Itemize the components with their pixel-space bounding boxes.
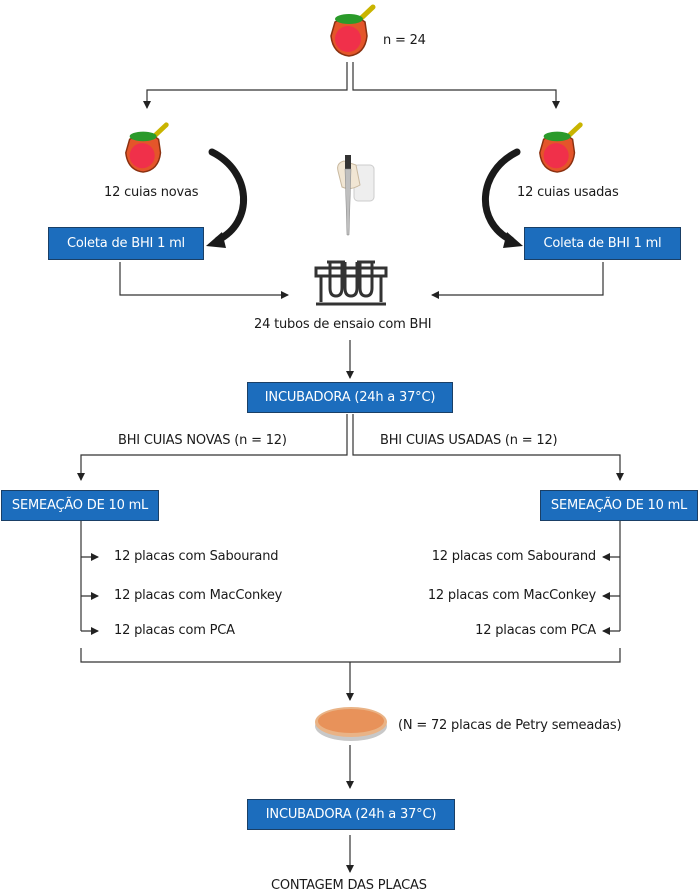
right-to-tubes [431, 262, 604, 299]
left-to-tubes [119, 262, 289, 299]
incubator-split-right [352, 414, 624, 481]
seeding-box-left: SEMEAÇÃO DE 10 mL [1, 490, 159, 521]
incubator-box-2: INCUBADORA (24h a 37°C) [247, 799, 455, 830]
new-cuias-label: 12 cuias novas [104, 185, 199, 200]
left-item-pca: 12 placas com PCA [114, 623, 235, 638]
used-cuias-label: 12 cuias usadas [517, 185, 619, 200]
cuia-icon [330, 4, 376, 57]
top-split-left [143, 62, 348, 109]
right-item-sabourand: 12 placas com Sabourand [431, 549, 596, 564]
curved-arrow-right [482, 148, 521, 244]
curved-arrow-left [208, 148, 247, 244]
top-split-right [352, 62, 560, 109]
collect-box-left: Coleta de BHI 1 ml [48, 227, 204, 260]
cuia-icon-right [539, 122, 583, 173]
cuia-icon-left [125, 122, 169, 173]
merge-bracket [80, 648, 621, 663]
split-right-label: BHI CUIAS USADAS (n = 12) [380, 433, 558, 448]
tubes-label: 24 tubos de ensaio com BHI [254, 317, 432, 332]
incubator-split-left [77, 414, 348, 481]
test-tubes-icon [314, 260, 388, 306]
left-item-macconkey: 12 placas com MacConkey [114, 588, 283, 603]
count-label: n = 24 [383, 33, 426, 48]
petri-dish-icon [315, 707, 387, 741]
left-item-sabourand: 12 placas com Sabourand [114, 549, 279, 564]
petri-label: (N = 72 placas de Petry semeadas) [398, 718, 622, 733]
seeding-box-right: SEMEAÇÃO DE 10 mL [540, 490, 698, 521]
right-item-pca: 12 placas com PCA [475, 623, 596, 638]
collect-box-right: Coleta de BHI 1 ml [524, 227, 681, 260]
right-item-macconkey: 12 placas com MacConkey [427, 588, 596, 603]
final-label: CONTAGEM DAS PLACAS [271, 878, 427, 893]
incubator-box-1: INCUBADORA (24h a 37°C) [247, 382, 453, 413]
pipette-icon [337, 155, 375, 236]
split-left-label: BHI CUIAS NOVAS (n = 12) [118, 433, 287, 448]
